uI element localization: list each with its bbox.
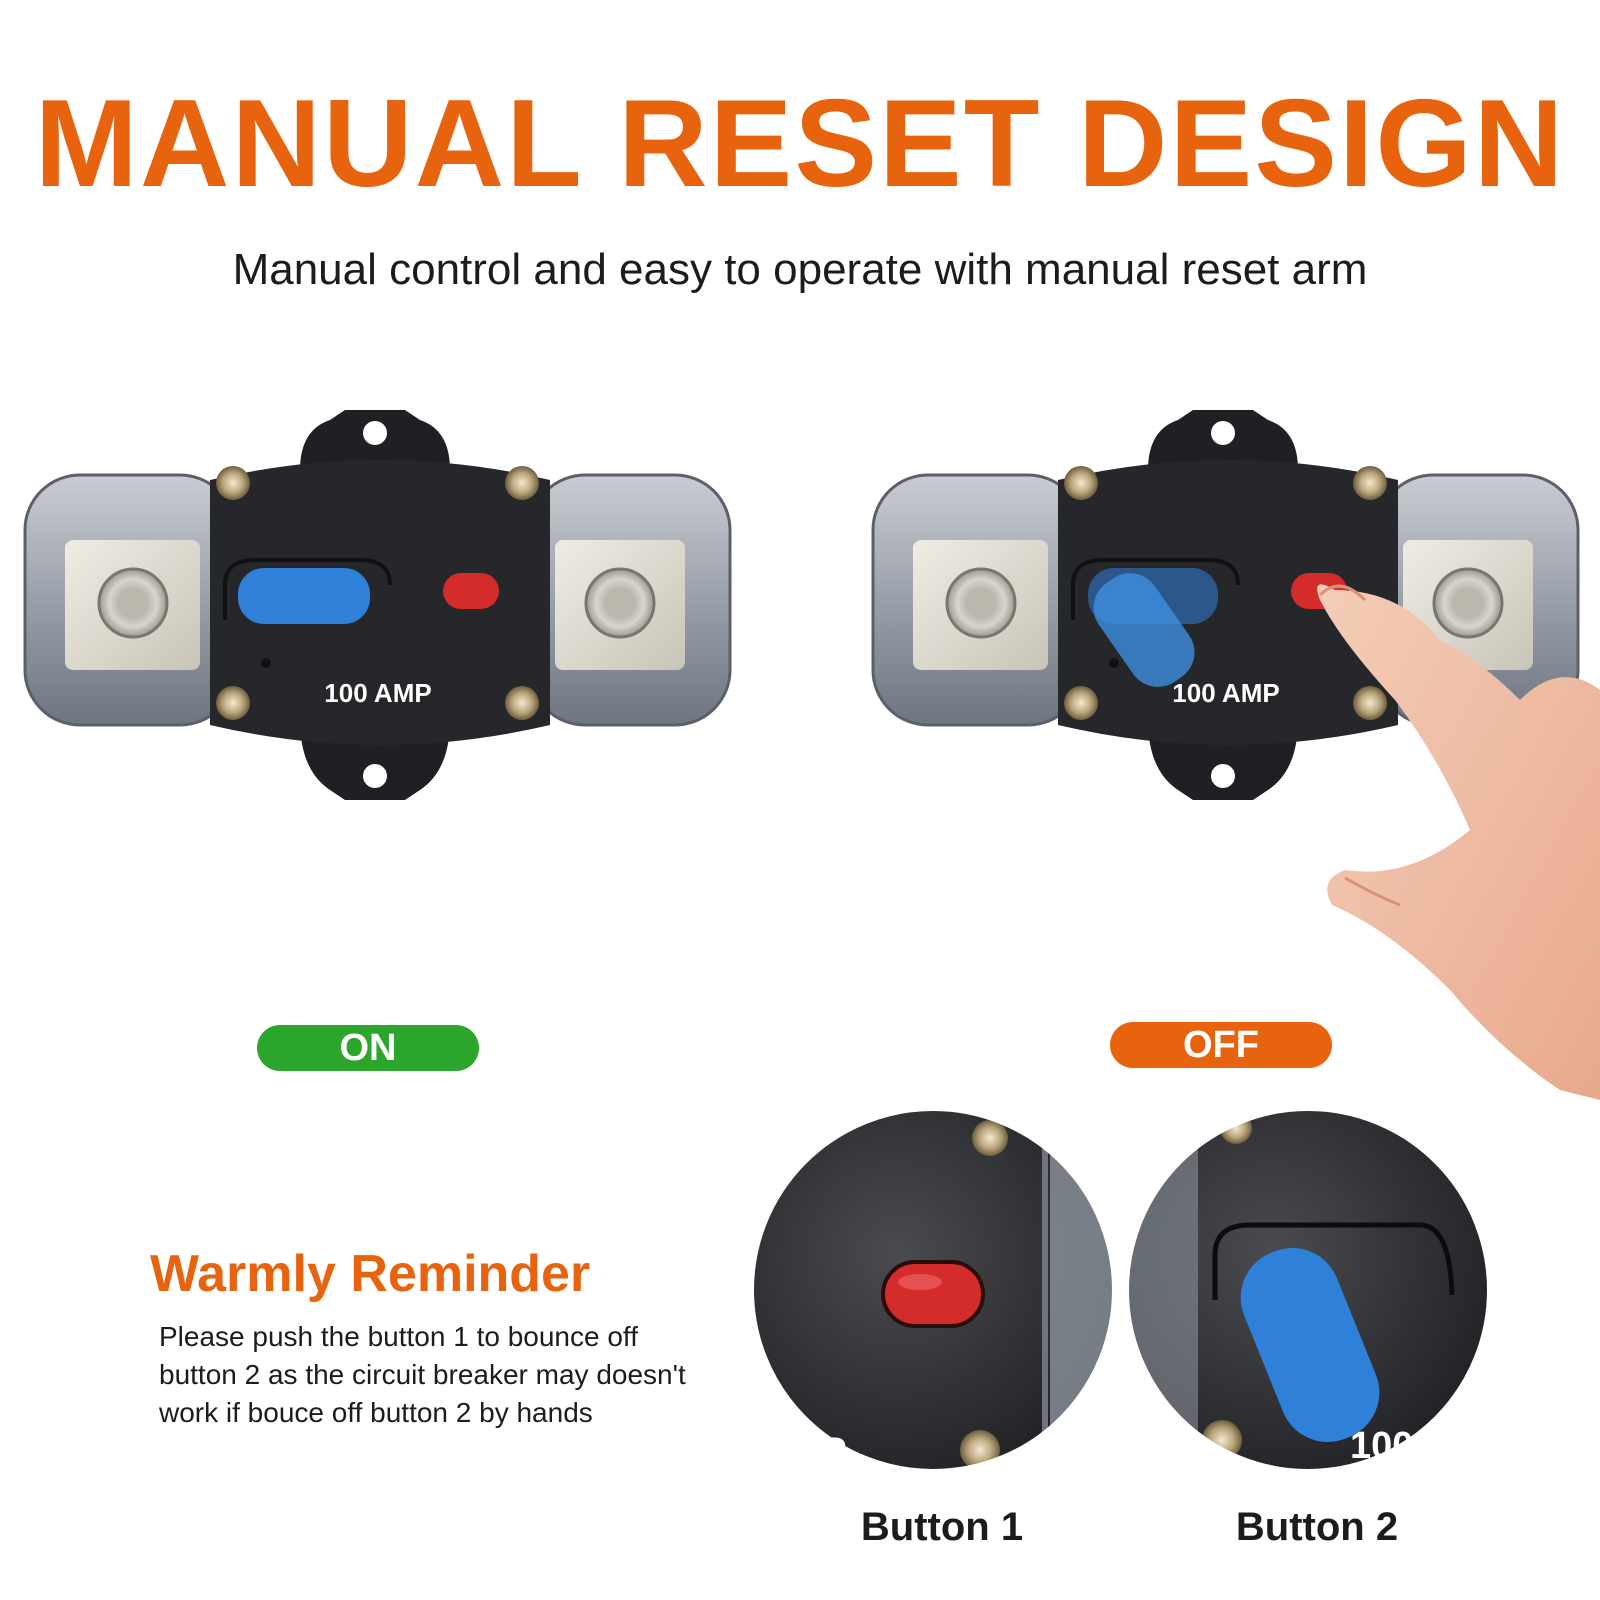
reminder-line: Please push the button 1 to bounce off — [159, 1321, 638, 1352]
reminder-body: Please push the button 1 to bounce off b… — [159, 1318, 759, 1432]
page-subtitle: Manual control and easy to operate with … — [232, 245, 1368, 294]
amp-rating-label: 100 AMP — [324, 678, 431, 708]
reset-arm-lever — [238, 568, 370, 624]
page-title: MANUAL RESET DESIGN — [34, 75, 1566, 213]
button1-caption: Button 1 — [860, 1505, 1024, 1549]
trip-button — [443, 573, 499, 609]
reminder-line: button 2 as the circuit breaker may does… — [159, 1359, 686, 1390]
button2-caption: Button 2 — [1235, 1505, 1399, 1549]
closeup-button2: 100 A — [1128, 1110, 1488, 1470]
reset-arm-lever-tripped — [1093, 573, 1195, 687]
state-badge-off: OFF — [1110, 1022, 1332, 1068]
amp-rating-label: 100 AMP — [1172, 678, 1279, 708]
closeup-partial-text: P — [820, 1430, 847, 1474]
state-badge-on: ON — [257, 1025, 479, 1071]
circuit-breaker-off: 100 AMP — [871, 410, 1580, 800]
hand-illustration — [1317, 584, 1600, 1100]
closeup-button1: P — [753, 1110, 1113, 1474]
circuit-breaker-on: 100 AMP — [23, 410, 732, 800]
reminder-title: Warmly Reminder — [150, 1245, 591, 1303]
reminder-line: work if bouce off button 2 by hands — [159, 1397, 593, 1428]
